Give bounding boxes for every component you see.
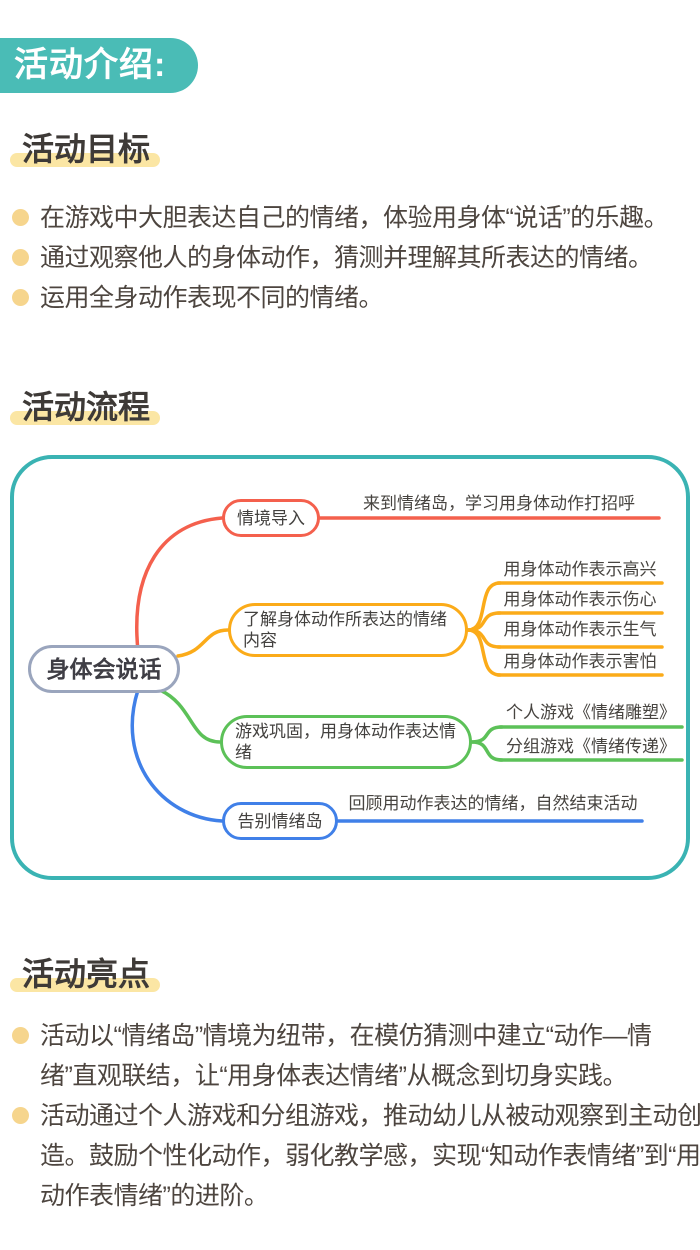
mindmap-node-understand: 了解身体动作所表达的情绪内容 xyxy=(228,603,468,657)
list-item: 运用全身动作表现不同的情绪。 xyxy=(12,278,700,318)
list-item-text: 活动以“情绪岛”情境为纽带，在模仿猜测中建立“动作—情绪”直观联结，让“用身体表… xyxy=(40,1022,652,1090)
title-highlight xyxy=(10,978,161,992)
list-item-text: 在游戏中大胆表达自己的情绪，体验用身体“说话”的乐趣。 xyxy=(40,204,669,232)
section-flow-title: 活动流程 xyxy=(10,386,161,428)
mindmap-leaf: 分组游戏《情绪传递》 xyxy=(506,737,676,756)
list-item-text: 活动通过个人游戏和分组游戏，推动幼儿从被动观察到主动创造。鼓励个性化动作，弱化教… xyxy=(40,1102,700,1210)
mindmap-leaf: 用身体动作表示高兴 xyxy=(503,560,657,579)
title-highlight xyxy=(10,411,161,425)
bullet-icon xyxy=(12,209,29,226)
goals-list: 在游戏中大胆表达自己的情绪，体验用身体“说话”的乐趣。 通过观察他人的身体动作，… xyxy=(12,198,700,318)
mindmap-node-farewell: 告别情绪岛 xyxy=(222,802,338,840)
section-title-text: 活动目标 xyxy=(22,131,151,167)
mindmap-leaf: 来到情绪岛，学习用身体动作打招呼 xyxy=(363,494,635,513)
branch-lines-farewell xyxy=(130,688,644,823)
mindmap-leaf: 用身体动作表示生气 xyxy=(503,620,657,639)
mindmap-node-root: 身体会说话 xyxy=(28,645,180,693)
mindmap-node-intro: 情境导入 xyxy=(222,499,320,537)
mindmap-leaf: 用身体动作表示害怕 xyxy=(503,652,657,671)
mindmap-node-games: 游戏巩固，用身体动作表达情绪 xyxy=(220,715,472,769)
page-title: 活动介绍: xyxy=(14,46,167,84)
branch-lines-games xyxy=(158,688,684,762)
section-highlights-title: 活动亮点 xyxy=(10,953,161,995)
section-goals-title: 活动目标 xyxy=(10,128,161,170)
list-item-text: 通过观察他人的身体动作，猜测并理解其所表达的情绪。 xyxy=(40,244,653,272)
mindmap-leaf: 个人游戏《情绪雕塑》 xyxy=(506,703,676,722)
mindmap-leaf: 回顾用动作表达的情绪，自然结束活动 xyxy=(348,794,638,813)
mindmap-curves xyxy=(130,516,684,823)
mindmap-leaf: 用身体动作表示伤心 xyxy=(503,590,657,609)
list-item: 在游戏中大胆表达自己的情绪，体验用身体“说话”的乐趣。 xyxy=(12,198,700,238)
bullet-icon xyxy=(12,1027,29,1044)
highlights-list: 活动以“情绪岛”情境为纽带，在模仿猜测中建立“动作—情绪”直观联结，让“用身体表… xyxy=(12,1016,700,1216)
bullet-icon xyxy=(12,1107,29,1124)
section-title-text: 活动流程 xyxy=(22,389,151,425)
title-highlight xyxy=(10,153,161,167)
page-title-badge: 活动介绍: xyxy=(0,38,199,93)
list-item: 通过观察他人的身体动作，猜测并理解其所表达的情绪。 xyxy=(12,238,700,278)
mindmap: 身体会说话 情境导入 来到情绪岛，学习用身体动作打招呼 了解身体动作所表达的情绪… xyxy=(10,455,690,880)
list-item: 活动以“情绪岛”情境为纽带，在模仿猜测中建立“动作—情绪”直观联结，让“用身体表… xyxy=(12,1016,700,1096)
list-item: 活动通过个人游戏和分组游戏，推动幼儿从被动观察到主动创造。鼓励个性化动作，弱化教… xyxy=(12,1096,700,1216)
section-title-text: 活动亮点 xyxy=(22,956,151,992)
bullet-icon xyxy=(12,249,29,266)
list-item-text: 运用全身动作表现不同的情绪。 xyxy=(40,284,384,312)
bullet-icon xyxy=(12,289,29,306)
branch-lines-understand xyxy=(176,581,664,677)
branch-lines-intro xyxy=(135,516,661,653)
